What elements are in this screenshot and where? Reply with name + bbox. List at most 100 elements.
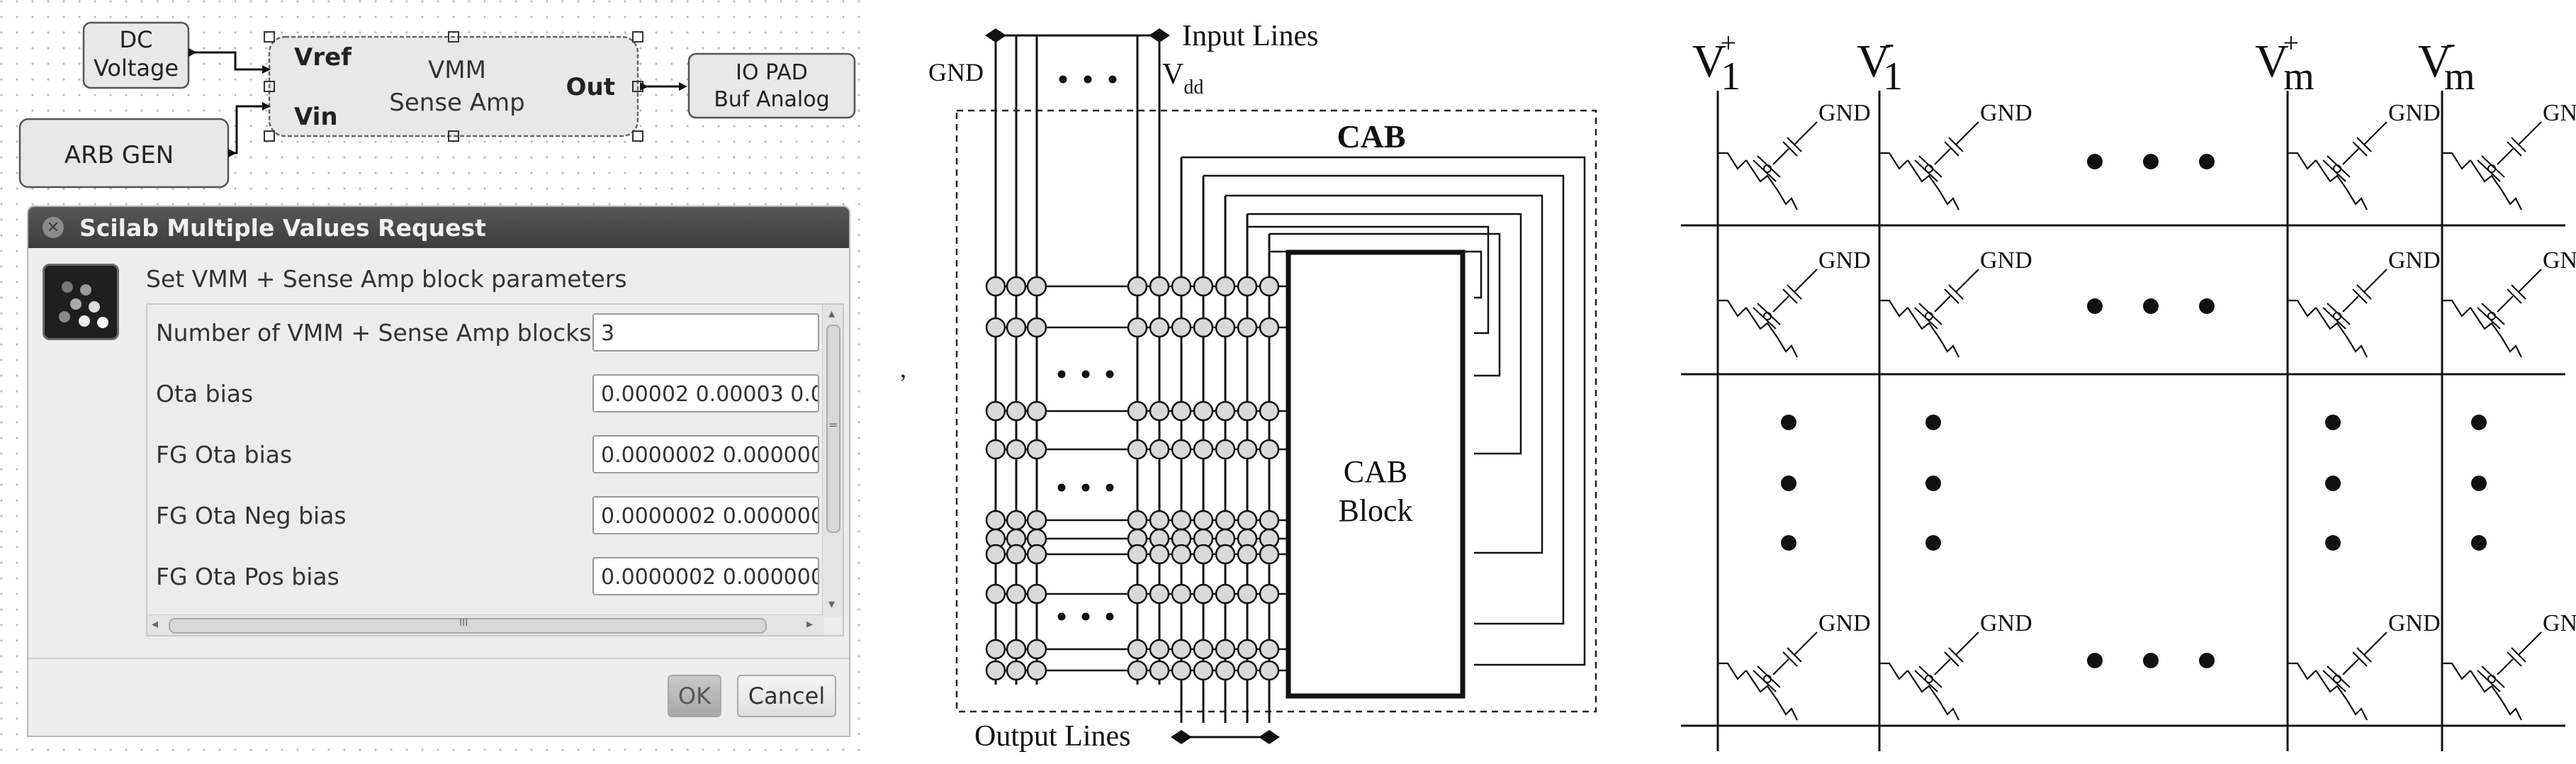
arb-gen-block[interactable]: ARB GEN	[18, 118, 230, 189]
crossbar-switch-node	[1149, 317, 1170, 338]
field-input[interactable]: 0.0000002 0.000000	[592, 496, 819, 534]
dc-voltage-block[interactable]: DC Voltage	[82, 21, 190, 89]
wire-arrows	[189, 48, 687, 157]
io-pad-label-1: IO PAD	[736, 60, 808, 85]
fg-gate-2	[2481, 155, 2505, 178]
crossbar-switch-node	[1171, 510, 1192, 531]
fg-gnd-lead	[2518, 121, 2542, 145]
crossbar-switch-node	[985, 276, 1006, 297]
gnd-label: GND	[1980, 247, 2032, 274]
io-pad-block[interactable]: IO PAD Buf Analog	[687, 52, 856, 119]
fg-gnd-lead	[1794, 269, 1818, 293]
fg-drain-lead	[2288, 299, 2317, 318]
selection-handle[interactable]	[448, 130, 459, 142]
crossbar-switch-node	[1127, 660, 1148, 681]
selection-handle[interactable]	[264, 130, 275, 142]
cancel-button[interactable]: Cancel	[737, 675, 836, 717]
fg-transistor-cell: GND	[1718, 100, 1871, 210]
field-input[interactable]: 3	[592, 313, 819, 352]
hscroll-grip: III	[459, 617, 468, 629]
crossbar-switch-node	[1193, 317, 1214, 338]
crossbar-switch-node	[1259, 583, 1280, 605]
crossbar-switch-node	[1127, 510, 1148, 531]
fg-gate-2	[1757, 303, 1781, 325]
cab-block-label-1: CAB	[1344, 454, 1407, 489]
crossbar-switch-node	[1237, 317, 1258, 338]
fg-gnd-lead	[1955, 269, 1979, 293]
scroll-up-icon[interactable]: ▴	[828, 306, 836, 321]
column-labels: V+1 V-1 V+m V-m	[1692, 27, 2475, 99]
fg-drain-lead	[1718, 152, 1747, 170]
fg-cap-plate-1	[2352, 288, 2368, 304]
crossbar-switch-node	[1127, 583, 1148, 605]
fg-source-lead	[1777, 189, 1798, 210]
crossbar-switch-node	[985, 660, 1006, 681]
ok-button[interactable]: OK	[668, 675, 721, 717]
crossbar-switch-node	[1237, 583, 1258, 605]
selection-handle[interactable]	[632, 130, 643, 142]
crossbar-switch-node	[1215, 639, 1236, 660]
fg-cap-plate-1	[2507, 651, 2522, 667]
crossbar-switch-node	[1127, 439, 1148, 460]
scilab-dialog: ✕ Scilab Multiple Values Request Set VMM…	[27, 206, 850, 737]
fg-drain-lead	[2442, 152, 2471, 170]
fg-transistor-cell: GND	[2288, 100, 2441, 210]
scroll-down-icon[interactable]: ▾	[828, 597, 836, 612]
crossbar-switch-node	[1149, 400, 1170, 422]
fg-cap-lead	[1772, 148, 1789, 165]
field-row: FG Ota Pos bias 0.0000002 0.000000	[147, 551, 828, 601]
horizontal-scroll-thumb[interactable]	[169, 618, 767, 634]
crossbar-switch-node	[1127, 544, 1148, 565]
fg-cap-plate-1	[2507, 288, 2522, 304]
selection-handle[interactable]	[632, 31, 643, 43]
crossbar-switch-node	[1215, 276, 1236, 297]
port-vin-label: Vin	[294, 103, 338, 131]
crossbar-switch-node	[1259, 276, 1280, 297]
crossbar-switch-node	[1026, 439, 1047, 460]
fg-source-lead	[2501, 189, 2522, 210]
crossbar-switch-node	[1127, 317, 1148, 338]
fg-gate-2	[1918, 155, 1942, 178]
array-ellipsis-dots	[1781, 154, 2487, 668]
crossbar-switch-node	[1127, 276, 1148, 297]
selection-handle[interactable]	[264, 31, 275, 43]
fg-cap-lead	[1934, 658, 1951, 675]
selection-handle[interactable]	[448, 31, 459, 43]
crossbar-switch-node	[1006, 510, 1027, 531]
crossbar-switch-node	[1237, 544, 1258, 565]
vertical-scroll-thumb[interactable]	[826, 325, 840, 533]
fg-source-lead	[2501, 337, 2522, 358]
fg-transistor-cell: GND	[2442, 247, 2576, 358]
fg-channel	[1907, 159, 1940, 191]
selection-handle[interactable]	[264, 81, 275, 92]
vertical-scrollbar[interactable]: ▴ = ▾	[822, 305, 843, 617]
fg-drain-lead	[1718, 662, 1747, 680]
close-icon[interactable]: ✕	[43, 217, 64, 238]
vmm-sense-amp-block[interactable]: Vref Vin VMM Sense Amp Out	[264, 31, 643, 142]
fg-channel	[2470, 670, 2502, 701]
field-input[interactable]: 0.0000002 0.000000	[592, 435, 819, 473]
crossbar-switch-node	[1006, 276, 1027, 297]
crossbar-switch-node	[1006, 660, 1027, 681]
gnd-label: GND	[1818, 100, 1871, 126]
crossbar-switch-node	[1149, 439, 1170, 460]
dialog-divider	[28, 658, 849, 659]
fg-channel	[1745, 159, 1778, 191]
gnd-label: GND	[1818, 610, 1871, 636]
fg-source-lead	[1938, 189, 1959, 210]
gnd-label: GND	[2543, 610, 2576, 636]
fg-channel	[2315, 159, 2348, 191]
field-input[interactable]: 0.00002 0.00003 0.0	[592, 374, 819, 412]
horizontal-scrollbar[interactable]: ◂ III ▸	[147, 614, 824, 635]
parameters-form: Number of VMM + Sense Amp blocks 3 Ota b…	[146, 303, 844, 636]
fg-gate-2	[1918, 303, 1942, 325]
scroll-left-icon[interactable]: ◂	[152, 617, 159, 631]
fg-gnd-lead	[2518, 631, 2542, 656]
fg-channel	[2470, 159, 2502, 191]
vdd-label: Vdd	[1162, 58, 1203, 99]
feedback-wires	[1181, 156, 1586, 666]
fg-cap-plate-1	[1782, 651, 1798, 667]
field-label: Number of VMM + Sense Amp blocks	[156, 319, 592, 347]
field-input[interactable]: 0.0000002 0.000000	[592, 557, 819, 595]
scroll-right-icon[interactable]: ▸	[806, 617, 814, 631]
